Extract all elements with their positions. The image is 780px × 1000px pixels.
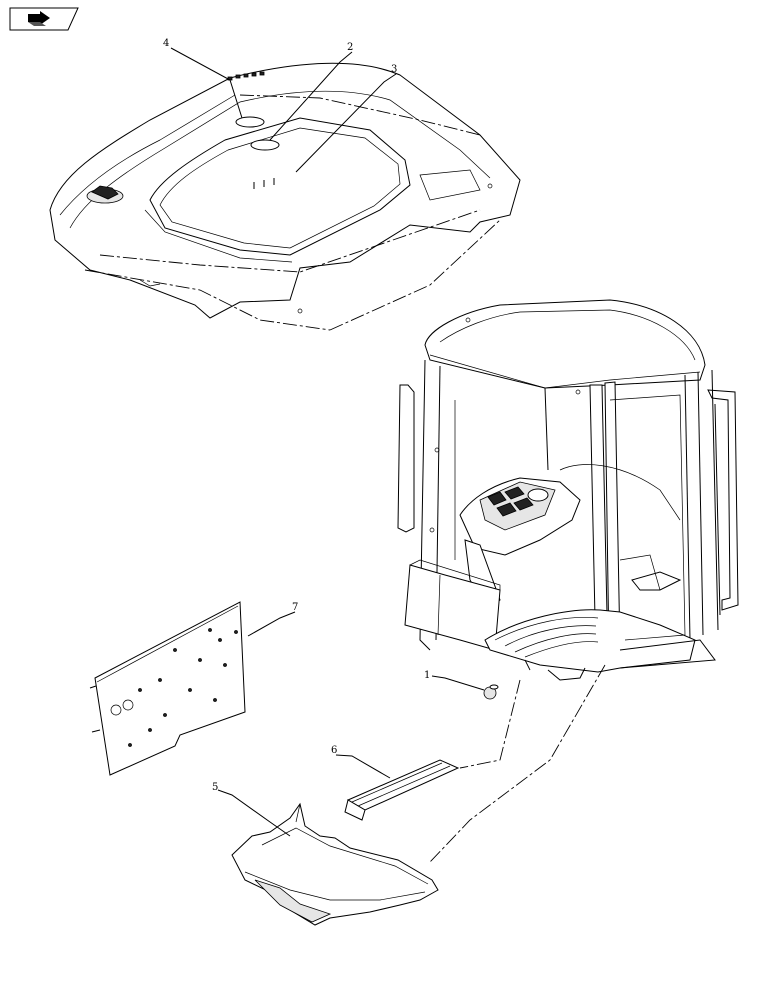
callout-label-4: 4 (163, 38, 169, 49)
callout-label-5: 5 (212, 782, 218, 793)
callout-label-3: 3 (391, 64, 397, 75)
knob-part (483, 684, 499, 700)
direction-arrow-icon[interactable] (9, 7, 79, 31)
callout-label-2: 2 (347, 42, 353, 53)
callout-label-1: 1 (424, 670, 430, 681)
callout-label-7: 7 (292, 602, 298, 613)
callout-labels: 4 2 3 7 1 6 5 (163, 38, 430, 793)
floor-trim-part (344, 759, 460, 821)
roof-panel-assembly (49, 62, 521, 331)
leader-lines (170, 47, 606, 863)
callout-label-6: 6 (331, 745, 337, 756)
mounting-plate-part (89, 601, 246, 776)
cab-assembly (397, 299, 739, 681)
floor-mat-part (231, 802, 439, 926)
